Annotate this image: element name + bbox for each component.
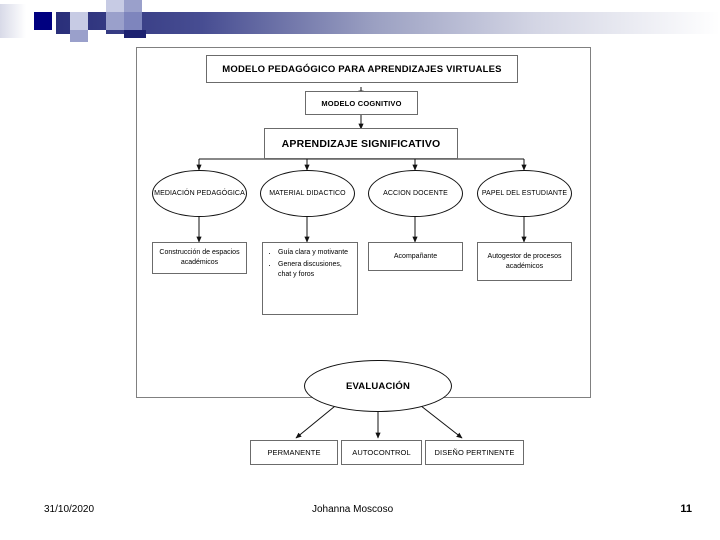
node-detail-autogestor: Autogestor de procesos académicos	[477, 242, 572, 281]
node-outcome-diseno-pertinente: DISEÑO PERTINENTE	[425, 440, 524, 465]
outcome-label: DISEÑO PERTINENTE	[434, 448, 515, 457]
node-aprendizaje-label: APRENDIZAJE SIGNIFICATIVO	[281, 137, 441, 150]
node-pillar-mediacion-pedagogica: MEDIACIÓN PEDAGÓGICA	[152, 170, 247, 217]
footer-date: 31/10/2020	[44, 504, 95, 515]
node-aprendizaje-significativo: APRENDIZAJE SIGNIFICATIVO	[264, 128, 458, 159]
pillar-label: PAPEL DEL ESTUDIANTE	[481, 189, 568, 197]
node-modelo-cognitivo-label: MODELO COGNITIVO	[321, 98, 402, 108]
slide-content-area: MODELO PEDAGÓGICO PARA APRENDIZAJES VIRT…	[0, 42, 720, 492]
detail-bullet-item: Genera discusiones, chat y foros	[278, 260, 353, 280]
node-detail-material-bullets: Guía clara y motivante Genera discusione…	[262, 242, 358, 315]
header-decoration-graphic	[0, 0, 720, 42]
node-pillar-papel-del-estudiante: PAPEL DEL ESTUDIANTE	[477, 170, 572, 217]
node-outcome-autocontrol: AUTOCONTROL	[341, 440, 422, 465]
detail-label: Acompañante	[393, 252, 438, 260]
detail-label: Autogestor de procesos académicos	[487, 252, 562, 270]
outcome-label: AUTOCONTROL	[352, 448, 411, 457]
slide-footer: 31/10/2020 Johanna Moscoso 11	[0, 492, 720, 540]
node-detail-construccion-espacios: Construcción de espacios académicos	[152, 242, 247, 274]
node-modelo-cognitivo: MODELO COGNITIVO	[305, 91, 418, 115]
node-evaluacion: EVALUACIÓN	[304, 360, 452, 412]
node-outcome-permanente: PERMANENTE	[250, 440, 338, 465]
node-pillar-accion-docente: ACCION DOCENTE	[368, 170, 463, 217]
pillar-label: ACCION DOCENTE	[383, 189, 448, 197]
node-title-modelo-pedagogico: MODELO PEDAGÓGICO PARA APRENDIZAJES VIRT…	[206, 55, 518, 83]
outcome-label: PERMANENTE	[267, 448, 321, 457]
detail-label: Construcción de espacios académicos	[159, 249, 240, 266]
node-title-label: MODELO PEDAGÓGICO PARA APRENDIZAJES VIRT…	[222, 63, 502, 75]
detail-bullet-list: Guía clara y motivante Genera discusione…	[267, 248, 353, 282]
node-pillar-material-didactico: MATERIAL DIDACTICO	[260, 170, 355, 217]
node-evaluacion-label: EVALUACIÓN	[345, 380, 411, 392]
footer-author: Johanna Moscoso	[312, 504, 394, 515]
pillar-label: MATERIAL DIDACTICO	[269, 189, 346, 197]
header-decoration-banner	[0, 0, 720, 42]
node-detail-acompanante: Acompañante	[368, 242, 463, 271]
detail-bullet-item: Guía clara y motivante	[278, 248, 353, 258]
footer-page-number: 11	[680, 503, 692, 515]
pillar-label: MEDIACIÓN PEDAGÓGICA	[154, 189, 245, 197]
